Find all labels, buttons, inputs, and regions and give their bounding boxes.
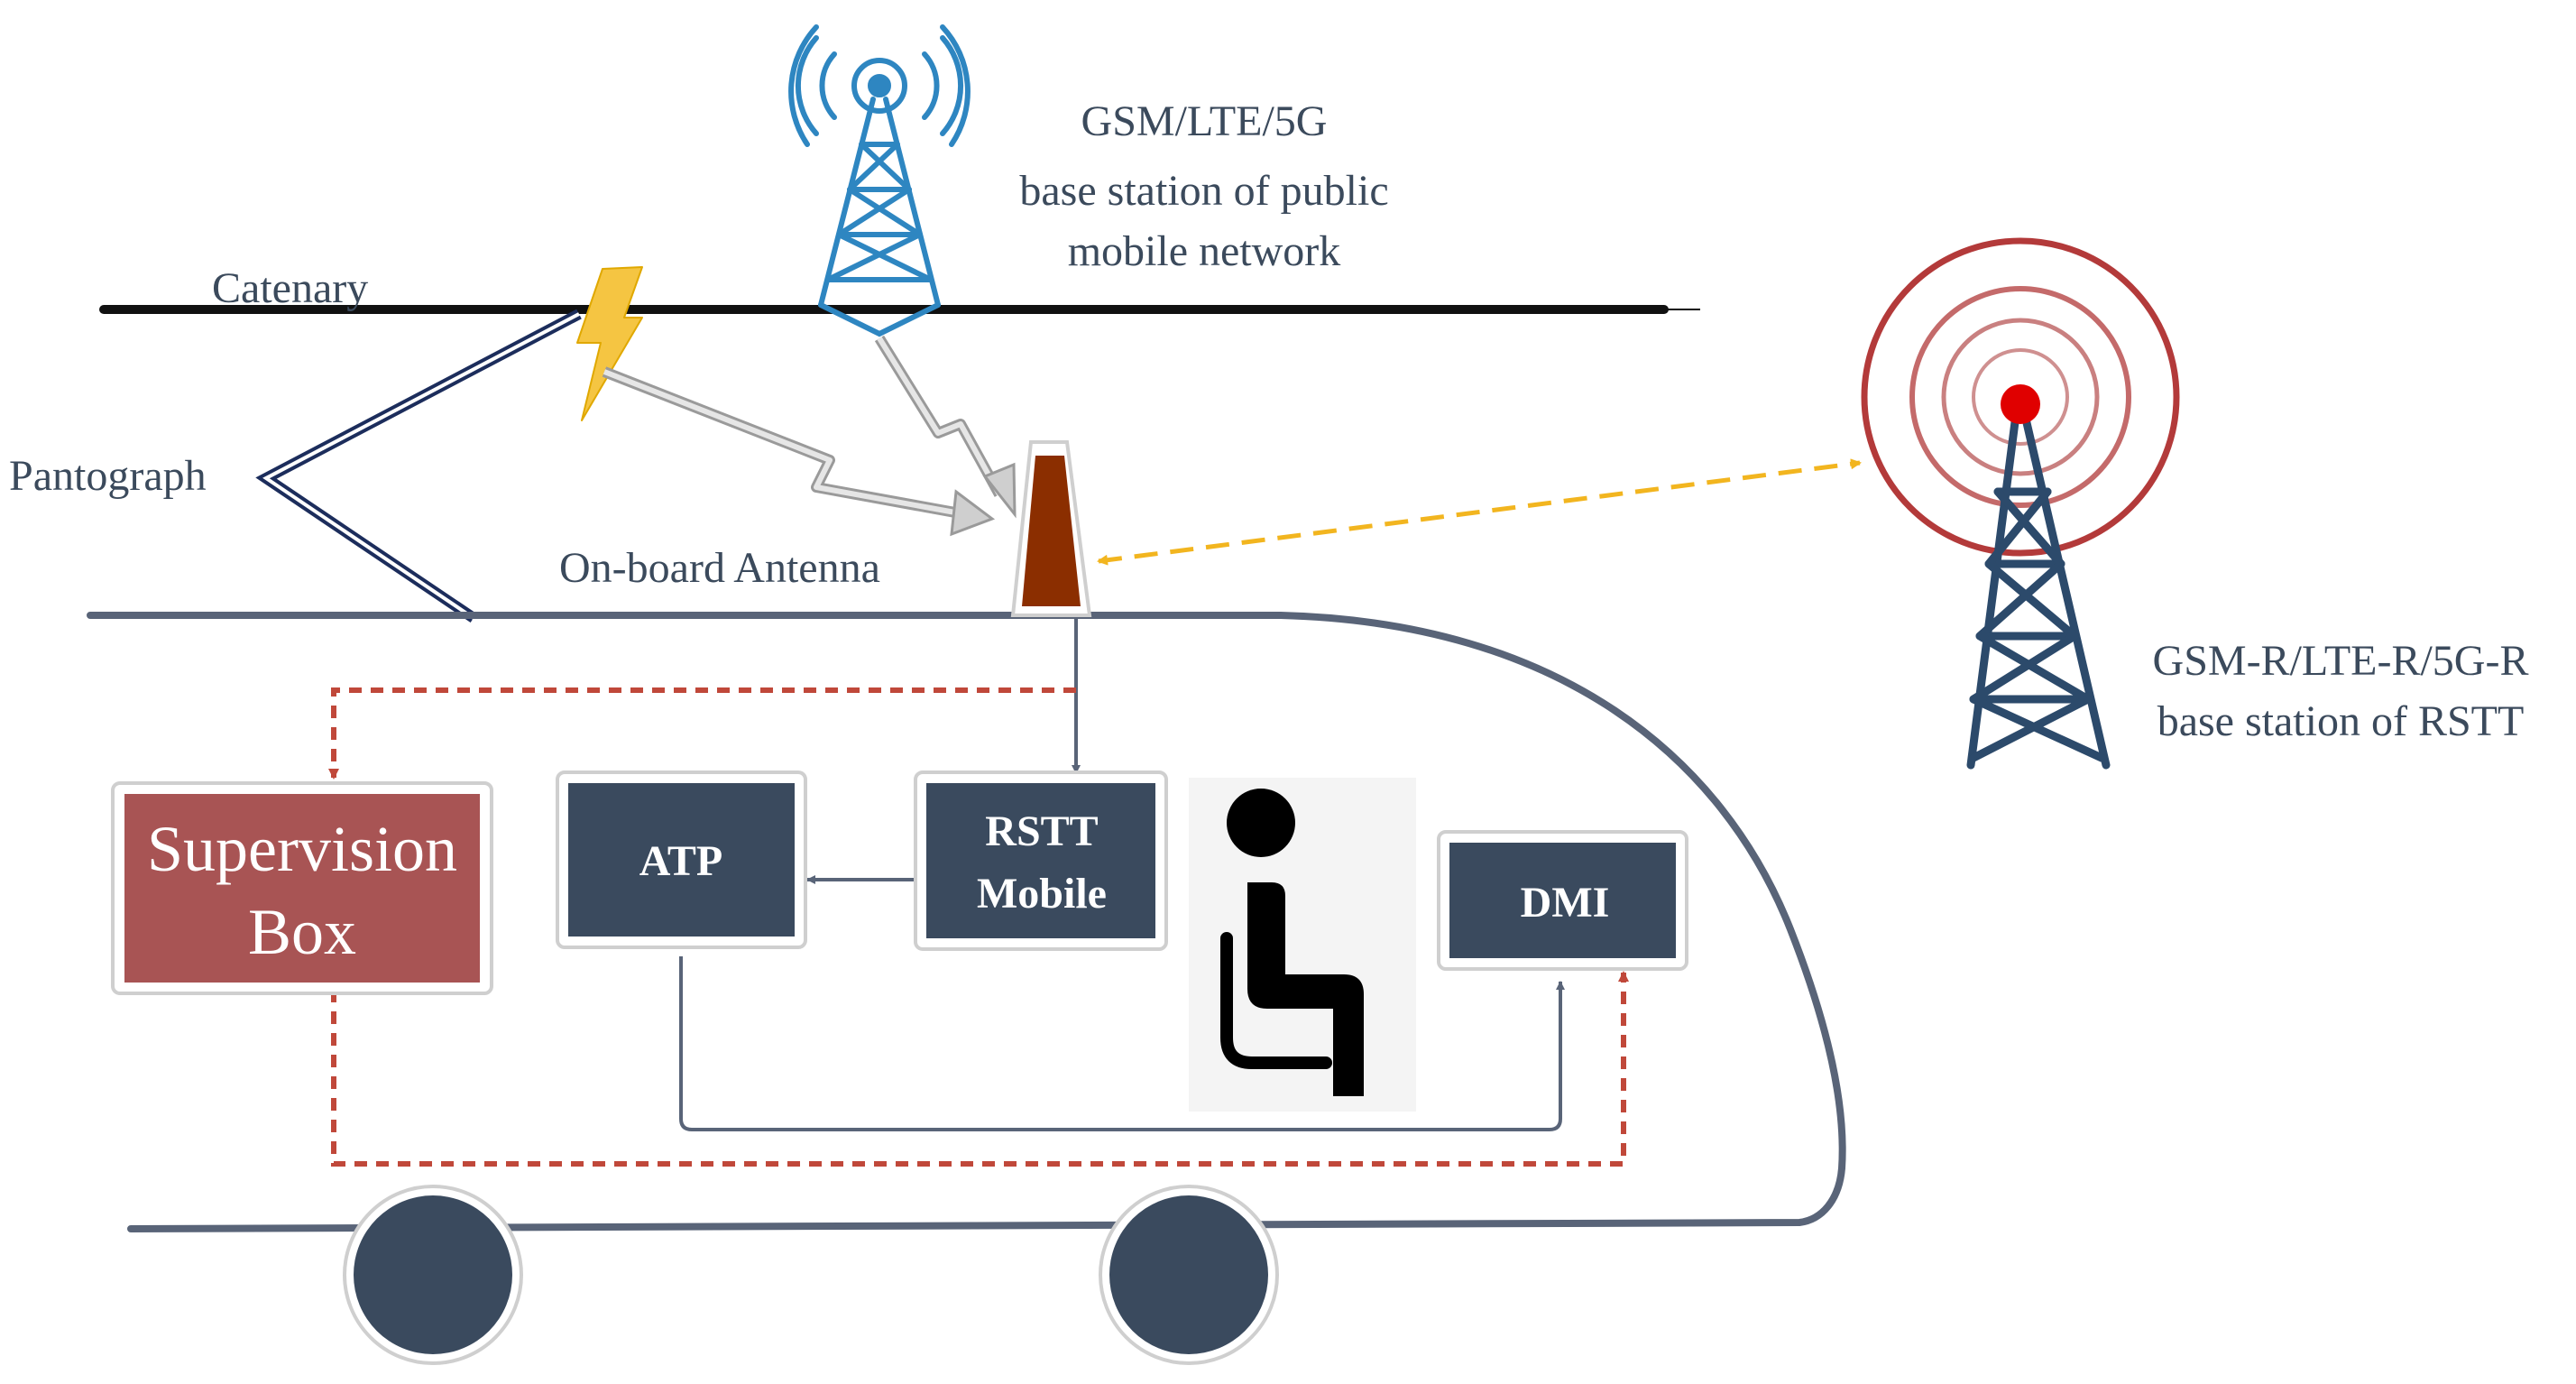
rstt-waves bbox=[1861, 237, 2180, 557]
atp-label: ATP bbox=[639, 837, 722, 885]
wheel-left bbox=[343, 1185, 523, 1365]
rstt-bs-label-line1: GSM-R/LTE-R/5G-R bbox=[2153, 637, 2529, 685]
onboard-antenna-label: On-board Antenna bbox=[559, 544, 880, 592]
supervision-box-label-line2: Box bbox=[248, 896, 356, 968]
supervision-box-label-line1: Supervision bbox=[147, 813, 457, 885]
rstt-mobile-box: RSTT Mobile bbox=[914, 770, 1168, 951]
public-base-station bbox=[788, 24, 971, 337]
public-signal-arrow bbox=[874, 335, 1017, 519]
rstt-mobile-label-line2: Mobile bbox=[977, 870, 1107, 918]
wheel-right bbox=[1099, 1185, 1279, 1365]
pantograph-label: Pantograph bbox=[9, 452, 207, 500]
onboard-antenna bbox=[1010, 440, 1092, 617]
lightning-bolt-icon bbox=[576, 266, 643, 421]
rstt-bs-label-line2: base station of RSTT bbox=[2157, 697, 2525, 745]
supervision-dmi-link bbox=[331, 971, 1629, 1167]
supervision-box: Supervision Box bbox=[111, 781, 493, 995]
train-body-outline bbox=[87, 612, 1846, 1232]
public-bs-label-line2: base station of public bbox=[1019, 167, 1388, 215]
public-bs-label-line1: GSM/LTE/5G bbox=[1081, 97, 1328, 145]
wheel-icon bbox=[354, 1195, 512, 1354]
radio-tower-icon bbox=[1966, 411, 2111, 770]
radio-tower-icon bbox=[788, 24, 971, 337]
supervision-antenna-link bbox=[328, 687, 1076, 780]
pantograph-noise-arrow bbox=[602, 366, 996, 537]
seated-person-icon bbox=[1189, 778, 1416, 1112]
dmi-box: DMI bbox=[1437, 830, 1688, 971]
pantograph bbox=[255, 309, 582, 623]
catenary-label: Catenary bbox=[212, 264, 368, 312]
public-bs-label-line3: mobile network bbox=[1068, 227, 1341, 275]
rstt-tower-tip bbox=[2001, 384, 2040, 424]
antenna-icon bbox=[1022, 456, 1081, 606]
rstt-radio-link bbox=[1097, 458, 1862, 566]
atp-box: ATP bbox=[556, 770, 807, 949]
wheel-icon bbox=[1109, 1195, 1268, 1354]
dmi-label: DMI bbox=[1521, 879, 1610, 927]
rstt-base-station bbox=[1861, 237, 2180, 770]
rstt-mobile-label-line1: RSTT bbox=[985, 807, 1098, 855]
atp-to-dmi-link bbox=[679, 956, 1565, 1131]
